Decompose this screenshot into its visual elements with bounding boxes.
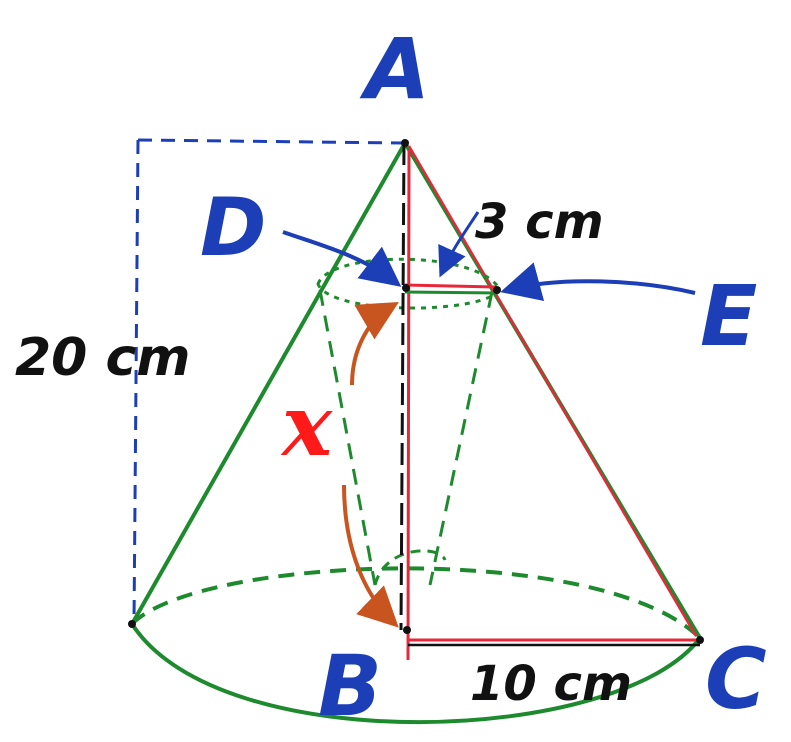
label-B: B <box>318 637 382 735</box>
axis-AB-black <box>399 142 406 631</box>
point-E-dot <box>493 286 501 294</box>
point-D-dot <box>402 284 410 292</box>
x-arrow-down <box>342 484 399 628</box>
cylinder-right-edge <box>428 291 494 586</box>
axis-AB-red <box>406 149 411 661</box>
cone-left-side <box>130 142 407 625</box>
base-ellipse-back <box>130 566 702 640</box>
label-height: 20 cm <box>15 328 190 388</box>
label-A: A <box>359 20 430 118</box>
point-C-dot <box>696 636 704 644</box>
base-left-dot <box>128 620 136 628</box>
segment-DE-red <box>404 283 497 289</box>
label-x: x <box>280 376 333 475</box>
cone-right-side-red <box>407 145 698 637</box>
x-arrow-up <box>350 301 399 386</box>
label-C: C <box>705 630 767 728</box>
point-B-dot <box>403 626 411 634</box>
height-guide-left <box>132 139 140 623</box>
base-ellipse-front <box>130 622 702 725</box>
label-E: E <box>700 267 757 365</box>
pointer-arrow-D <box>282 230 402 287</box>
pointer-arrow-3cm <box>438 211 480 278</box>
label-base-radius: 10 cm <box>470 656 632 712</box>
segment-DE-green <box>404 290 499 295</box>
pointer-arrow-E <box>500 262 696 302</box>
cylinder-bottom-ellipse <box>373 549 447 586</box>
label-D: D <box>200 181 266 274</box>
height-guide-top <box>137 138 406 145</box>
label-top-radius: 3 cm <box>475 194 604 250</box>
point-A-dot <box>401 139 409 147</box>
